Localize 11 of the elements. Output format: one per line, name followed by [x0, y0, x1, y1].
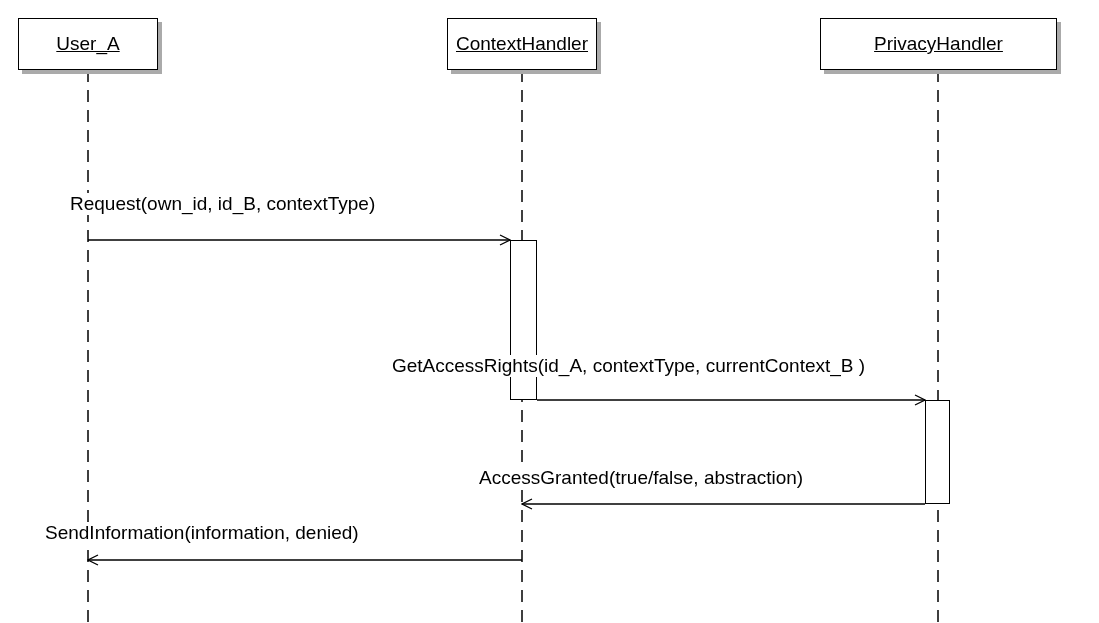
- message-label: Request(own_id, id_B, contextType): [70, 193, 376, 215]
- participant-name: ContextHandler: [456, 33, 588, 55]
- message-arrow: [536, 394, 926, 406]
- message-arrow: [521, 498, 926, 510]
- message-label: AccessGranted(true/false, abstraction): [479, 467, 804, 489]
- message-arrow: [87, 554, 523, 566]
- activation-bar: [925, 400, 950, 504]
- participant-name: User_A: [56, 33, 120, 55]
- message-label: GetAccessRights(id_A, contextType, currentContext_B ): [392, 355, 866, 377]
- message-arrow: [87, 234, 511, 246]
- participant-name: PrivacyHandler: [874, 33, 1003, 55]
